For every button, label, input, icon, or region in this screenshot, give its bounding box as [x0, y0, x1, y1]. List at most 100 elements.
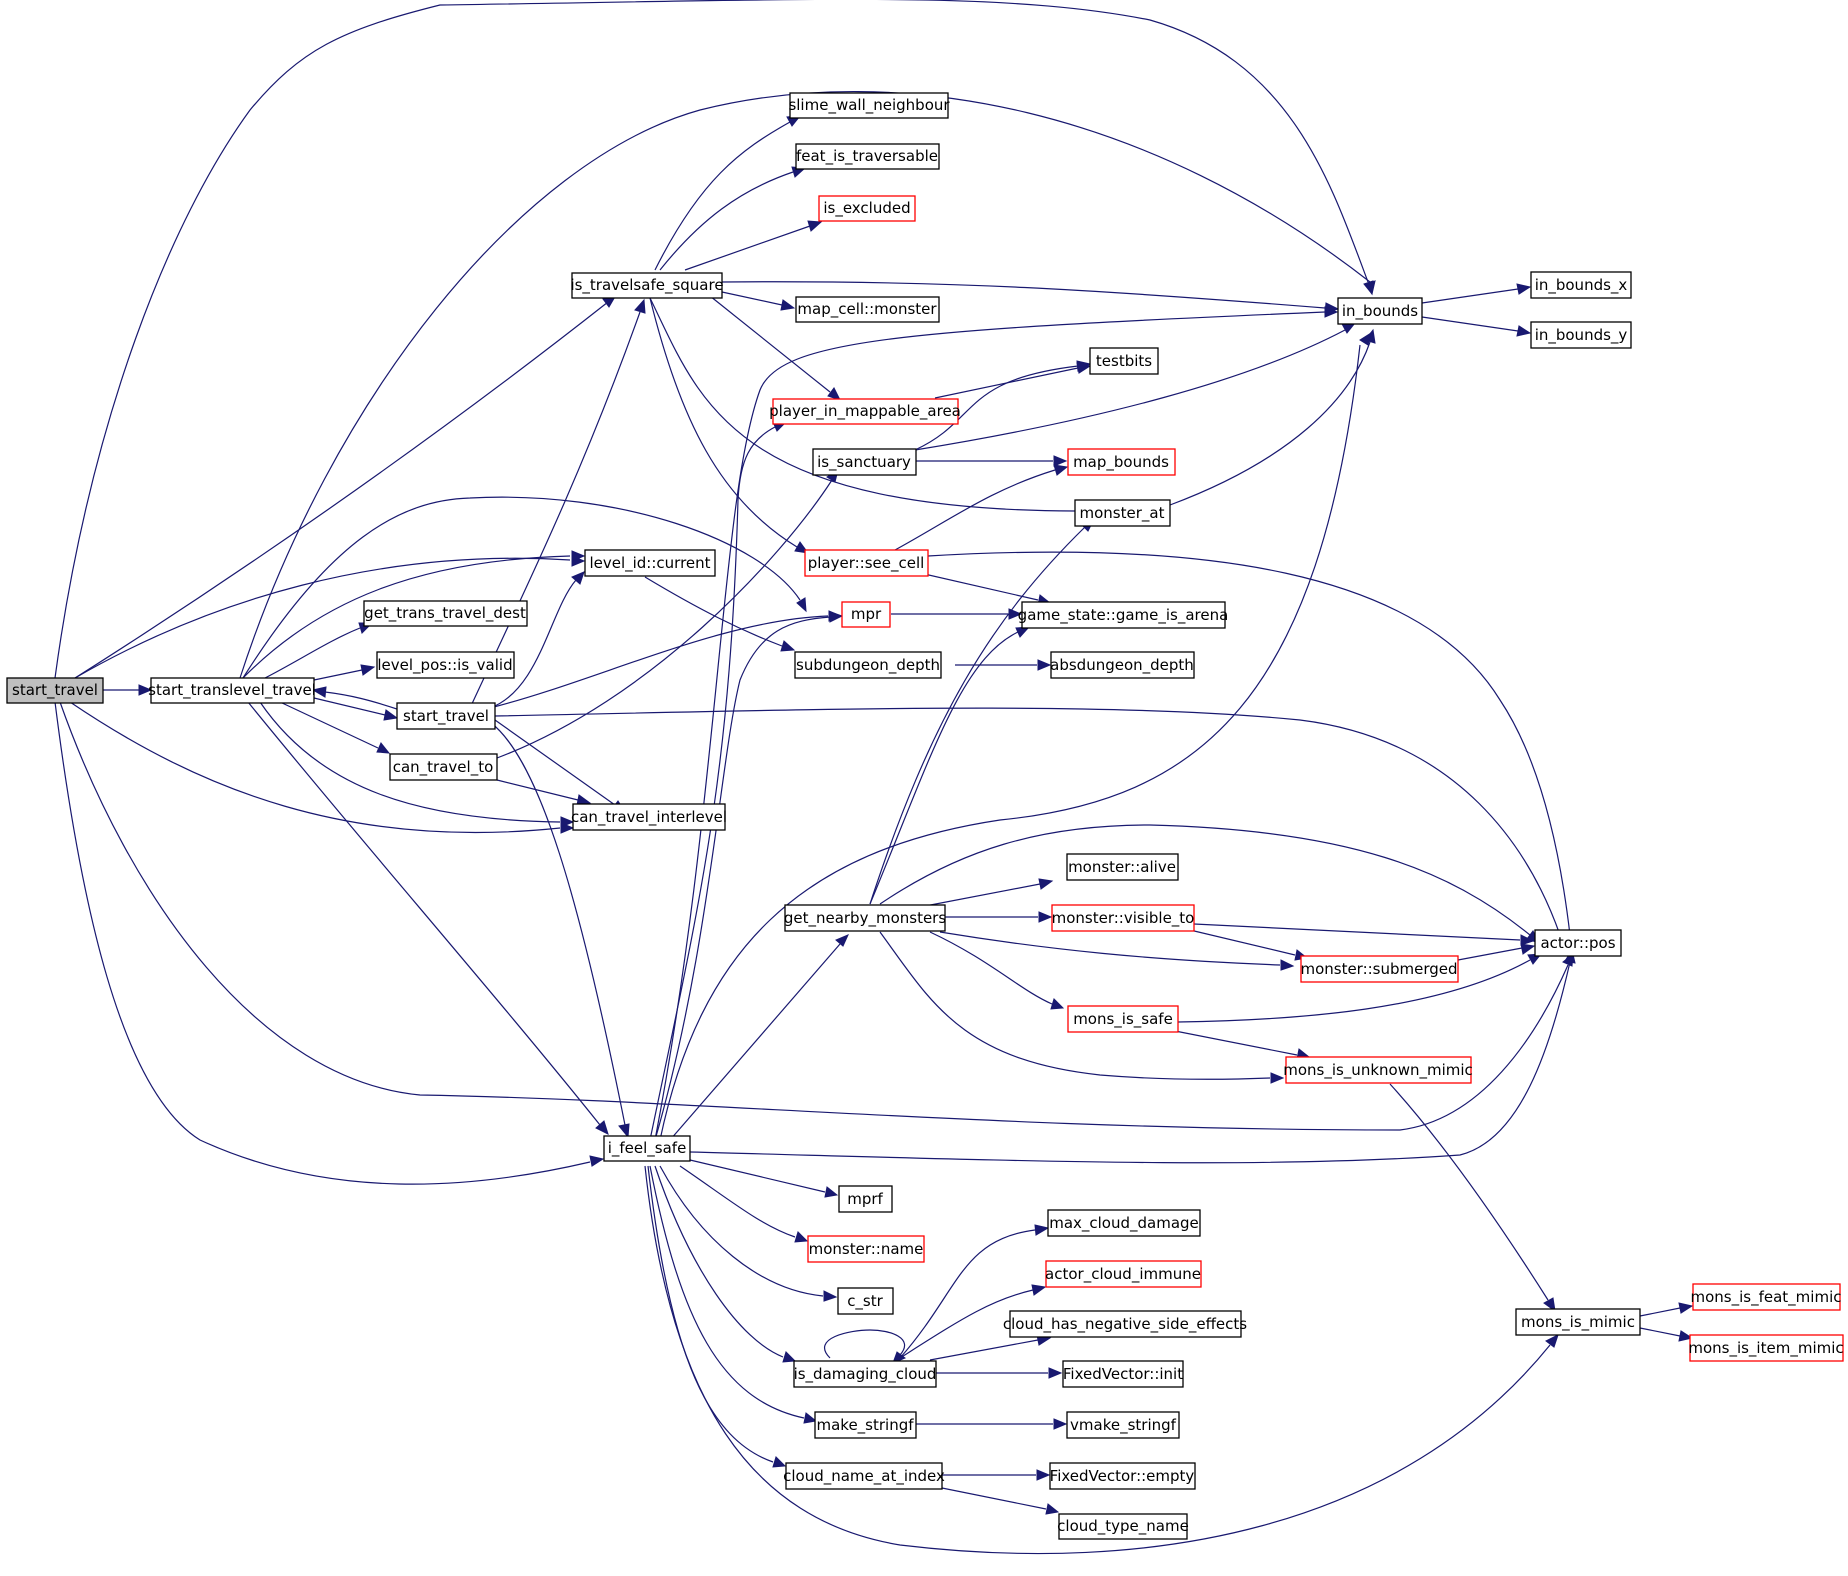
node-label: game_state::game_is_arena	[1018, 606, 1229, 625]
node-is-excluded[interactable]: is_excluded	[818, 195, 916, 222]
node-player-in-mappable-area[interactable]: player_in_mappable_area	[769, 398, 961, 425]
node-map-cell-monster[interactable]: map_cell::monster	[795, 296, 940, 323]
node-label: mpr	[851, 605, 882, 623]
edge-ifs-to-mprf	[689, 1159, 839, 1198]
node-mons-is-item-mimic[interactable]: mons_is_item_mimic	[1688, 1334, 1844, 1362]
node-is-sanctuary[interactable]: is_sanctuary	[812, 448, 917, 476]
node-mons-is-mimic[interactable]: mons_is_mimic	[1515, 1308, 1641, 1336]
node-label: is_excluded	[823, 199, 910, 218]
edge-its-to-feat-is-traversable	[659, 166, 807, 271]
node-label: in_bounds_x	[1535, 276, 1628, 295]
node-label: player_in_mappable_area	[769, 402, 961, 421]
node-vmake-stringf[interactable]: vmake_stringf	[1066, 1411, 1180, 1439]
edge-cnai-to-cloud-type-name	[941, 1487, 1060, 1515]
node-is-travelsafe-square[interactable]: is_travelsafe_square	[570, 272, 724, 299]
node-start-travel[interactable]: start_travel	[396, 702, 496, 730]
node-fixedvector-empty[interactable]: FixedVector::empty	[1049, 1462, 1196, 1490]
edge-ifs-to-pima	[649, 421, 788, 1141]
node-level-id-current[interactable]: level_id::current	[584, 549, 716, 577]
node-can-travel-interlevel[interactable]: can_travel_interlevel	[571, 803, 727, 831]
node-start-travel-root[interactable]: start_travel	[6, 677, 104, 704]
edge-its-to-map-cell-monster	[721, 291, 796, 311]
call-nodes: start_travel start_translevel_travel is_…	[6, 92, 1844, 1540]
node-fixedvector-init[interactable]: FixedVector::init	[1062, 1360, 1184, 1388]
edge-level-id-current-to-subdungeon-depth	[644, 576, 796, 652]
node-c-str[interactable]: c_str	[837, 1287, 894, 1315]
edge-gnm-to-monster-at	[869, 518, 1096, 905]
edge-start-travel-to-level-id-current	[489, 571, 585, 709]
node-label: can_travel_to	[393, 758, 494, 777]
node-start-translevel-travel[interactable]: start_translevel_travel	[148, 677, 316, 704]
node-cloud-name-at-index[interactable]: cloud_name_at_index	[783, 1462, 945, 1490]
edge-ms-to-actor-pos	[1457, 943, 1536, 961]
node-get-nearby-monsters[interactable]: get_nearby_monsters	[784, 904, 947, 932]
edge-start-travel-to-i-feel-safe	[489, 721, 630, 1139]
node-monster-at[interactable]: monster_at	[1074, 499, 1171, 527]
node-label: in_bounds	[1342, 302, 1418, 321]
node-monster-submerged[interactable]: monster::submerged	[1300, 955, 1459, 983]
edge-stt-to-level-pos-is-valid	[313, 664, 376, 681]
node-label: actor_cloud_immune	[1045, 1265, 1201, 1284]
edge-gnm-to-mons-is-safe	[929, 931, 1065, 1010]
node-label: testbits	[1096, 352, 1152, 370]
node-level-pos-is-valid[interactable]: level_pos::is_valid	[376, 651, 515, 679]
node-get-trans-travel-dest[interactable]: get_trans_travel_dest	[363, 600, 528, 627]
edge-stt-to-can-travel-to	[279, 701, 391, 754]
node-label: mons_is_safe	[1073, 1010, 1173, 1029]
node-label: is_damaging_cloud	[794, 1365, 937, 1384]
node-make-stringf[interactable]: make_stringf	[814, 1411, 917, 1439]
node-max-cloud-damage[interactable]: max_cloud_damage	[1047, 1209, 1201, 1237]
node-feat-is-traversable[interactable]: feat_is_traversable	[795, 143, 940, 170]
node-label: is_sanctuary	[817, 453, 911, 472]
node-actor-pos[interactable]: actor::pos	[1534, 929, 1622, 957]
edge-idc-to-actor-cloud-immune	[899, 1284, 1047, 1359]
node-label: i_feel_safe	[608, 1139, 687, 1158]
node-label: subdungeon_depth	[796, 656, 940, 675]
node-actor-cloud-immune[interactable]: actor_cloud_immune	[1045, 1260, 1202, 1288]
node-cloud-type-name[interactable]: cloud_type_name	[1057, 1513, 1189, 1540]
edge-mim-to-mons-is-feat-mimic	[1639, 1302, 1694, 1317]
edge-stt-to-mpr	[242, 496, 807, 679]
node-can-travel-to[interactable]: can_travel_to	[389, 753, 498, 781]
edge-its-to-is-excluded	[684, 220, 823, 271]
node-mons-is-safe[interactable]: mons_is_safe	[1067, 1005, 1179, 1033]
node-label: mons_is_item_mimic	[1688, 1339, 1843, 1358]
node-absdungeon-depth[interactable]: absdungeon_depth	[1050, 651, 1195, 679]
node-in-bounds-y[interactable]: in_bounds_y	[1530, 321, 1632, 349]
node-label: start_travel	[403, 707, 489, 726]
node-label: monster_at	[1080, 504, 1165, 523]
edge-ifs-to-in-bounds	[659, 331, 1372, 1141]
node-mons-is-feat-mimic[interactable]: mons_is_feat_mimic	[1691, 1283, 1842, 1311]
edge-ifs-to-gnm	[669, 934, 849, 1141]
node-label: max_cloud_damage	[1049, 1214, 1199, 1233]
edge-its-to-slime-wall-neighbour	[654, 115, 802, 271]
node-label: vmake_stringf	[1070, 1416, 1177, 1435]
node-monster-alive[interactable]: monster::alive	[1066, 853, 1179, 881]
edge-is-sanctuary-to-testbits	[914, 360, 1092, 451]
node-cloud-has-negative-side-effects[interactable]: cloud_has_negative_side_effects	[1003, 1310, 1247, 1338]
node-monster-visible-to[interactable]: monster::visible_to	[1051, 904, 1195, 932]
node-player-see-cell[interactable]: player::see_cell	[804, 549, 929, 577]
node-monster-name[interactable]: monster::name	[807, 1235, 925, 1263]
node-testbits[interactable]: testbits	[1089, 347, 1159, 375]
node-label: get_trans_travel_dest	[364, 604, 526, 623]
edge-start-travel-to-can-travel-interlevel	[494, 719, 627, 813]
edge-ifs-to-mons-is-mimic	[644, 1165, 1559, 1555]
node-game-is-arena[interactable]: game_state::game_is_arena	[1018, 601, 1229, 629]
node-mons-is-unknown-mimic[interactable]: mons_is_unknown_mimic	[1283, 1056, 1473, 1084]
edge-gnm-to-monster-submerged	[939, 931, 1295, 971]
node-i-feel-safe[interactable]: i_feel_safe	[603, 1135, 691, 1162]
edge-subdungeon-depth-to-absdungeon-depth	[955, 659, 1052, 671]
edge-root-to-is-travelsafe-square	[74, 294, 618, 679]
edge-idc-to-max-cloud-damage	[899, 1224, 1050, 1359]
node-in-bounds[interactable]: in_bounds	[1337, 297, 1423, 325]
node-is-damaging-cloud[interactable]: is_damaging_cloud	[793, 1360, 937, 1388]
node-subdungeon-depth[interactable]: subdungeon_depth	[794, 651, 942, 679]
node-in-bounds-x[interactable]: in_bounds_x	[1530, 271, 1632, 299]
node-mpr[interactable]: mpr	[841, 601, 891, 628]
node-mprf[interactable]: mprf	[838, 1185, 893, 1213]
edge-mim-to-mons-is-item-mimic	[1639, 1327, 1694, 1342]
node-slime-wall-neighbour[interactable]: slime_wall_neighbour	[788, 92, 950, 119]
node-map-bounds[interactable]: map_bounds	[1067, 448, 1176, 476]
